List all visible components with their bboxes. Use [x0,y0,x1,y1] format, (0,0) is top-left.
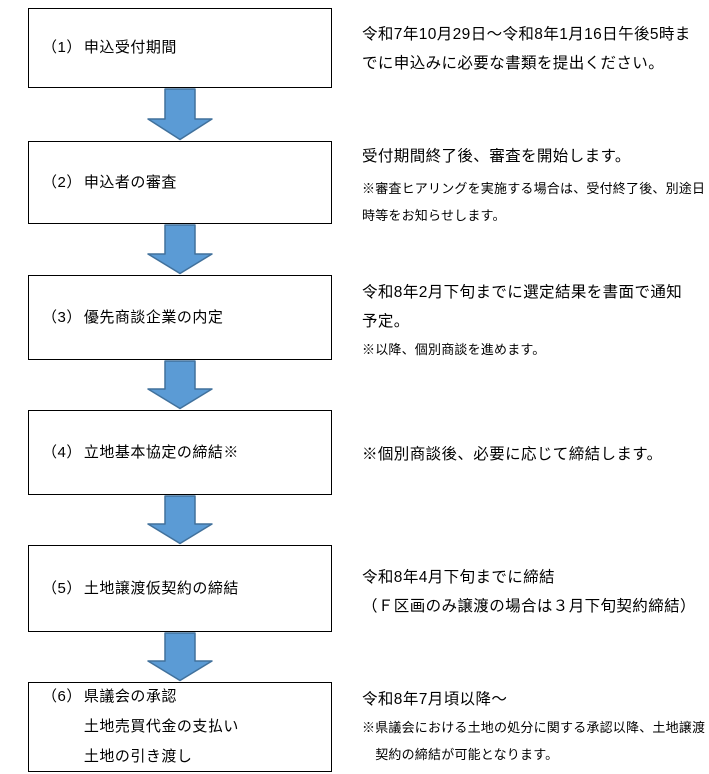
step-title-line: 優先商談企業の内定 [83,308,224,326]
note-line: 予定。 [362,313,410,330]
step-title-line: 土地売買代金の支払い [83,718,239,735]
step-note-5: 令和8年4月下旬までに締結 （Ｆ区画のみ譲渡の場合は３月下旬契約締結） [362,563,709,621]
step-title: 申込受付期間 [84,33,177,63]
note-line: 受付期間終了後、審査を開始します。 [362,148,631,165]
step-number: （3） [42,308,82,326]
step-box-4: （4） 立地基本協定の締結※ [28,410,332,495]
step-note-2: 受付期間終了後、審査を開始します。 ※審査ヒアリングを実施する場合は、受付終了後… [362,142,709,229]
note-line: 令和8年4月下旬までに締結 [362,569,555,586]
step-title-line: 県議会の承認 [83,688,177,705]
note-footnote-line: ※以降、個別商談を進めます。 [362,342,546,357]
step-title-line: 申込者の審査 [83,173,177,191]
step-title-line: 土地譲渡仮契約の締結 [83,579,239,597]
note-footnote-line: ※県議会における土地の処分に関する承認以降、土地譲渡 [362,720,706,735]
step-title-line: 土地の引き渡し [83,748,193,765]
note-line: 令和7年10月29日～令和8年1月16日午後5時ま [362,26,691,43]
step-number: （2） [42,173,82,191]
step-box-5: （5） 土地譲渡仮契約の締結 [28,545,332,632]
step-box-6: （6） 県議会の承認 土地売買代金の支払い 土地の引き渡し [28,682,332,772]
note-line: 令和8年2月下旬までに選定結果を書面で通知 [362,284,683,301]
note-footnote-line: 時等をお知らせします。 [362,208,506,223]
step-title: 土地譲渡仮契約の締結 [84,574,239,604]
note-footnote-line: 契約の締結が可能となります。 [362,747,559,762]
note-line: でに申込みに必要な書類を提出ください。 [362,55,665,72]
step-note-3: 令和8年2月下旬までに選定結果を書面で通知 予定。 ※以降、個別商談を進めます。 [362,278,709,363]
note-line: （Ｆ区画のみ譲渡の場合は３月下旬契約締結） [362,598,696,615]
step-number: （1） [42,39,82,56]
step-title: 県議会の承認 土地売買代金の支払い 土地の引き渡し [84,682,239,772]
note-line: 令和8年7月頃以降～ [362,691,508,708]
down-arrow [147,632,213,682]
note-footnote-line: ※審査ヒアリングを実施する場合は、受付終了後、別途日 [362,181,706,196]
step-number: （5） [42,579,82,597]
step-title-line: 申込受付期間 [83,39,177,56]
step-note-4: ※個別商談後、必要に応じて締結します。 [362,440,709,469]
step-title-line: 立地基本協定の締結※ [83,443,239,461]
down-arrow [147,360,213,410]
step-title: 立地基本協定の締結※ [84,438,239,468]
down-arrow [147,88,213,141]
step-box-3: （3） 優先商談企業の内定 [28,275,332,360]
step-title: 申込者の審査 [84,168,177,198]
step-title: 優先商談企業の内定 [84,303,224,333]
step-number: （6） [42,688,82,705]
note-line: ※個別商談後、必要に応じて締結します。 [362,446,663,463]
step-number: （4） [42,443,82,461]
down-arrow [147,495,213,545]
down-arrow [147,224,213,275]
step-box-1: （1） 申込受付期間 [28,8,332,88]
step-note-6: 令和8年7月頃以降～ ※県議会における土地の処分に関する承認以降、土地譲渡 契約… [362,685,709,768]
step-note-1: 令和7年10月29日～令和8年1月16日午後5時ま でに申込みに必要な書類を提出… [362,20,709,78]
step-box-2: （2） 申込者の審査 [28,141,332,224]
